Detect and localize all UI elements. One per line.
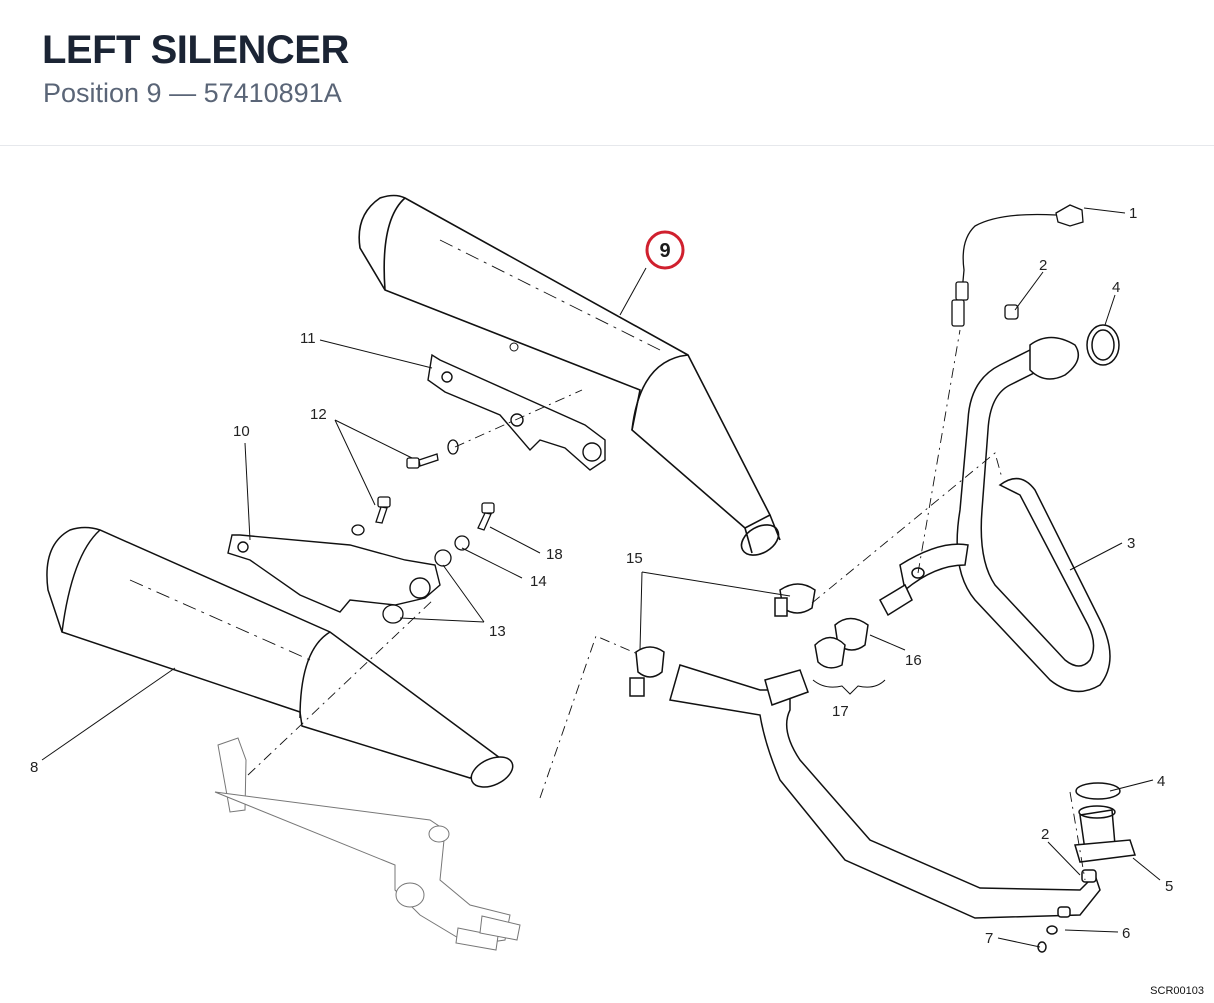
page-title: LEFT SILENCER — [42, 28, 349, 72]
callout-7: 7 — [985, 930, 993, 947]
callout-15: 15 — [626, 550, 643, 567]
right-silencer-part — [46, 526, 514, 788]
callout-6: 6 — [1122, 925, 1130, 942]
callout-14: 14 — [530, 573, 547, 590]
callout-4-lower: 4 — [1157, 773, 1165, 790]
callout-17: 17 — [832, 703, 849, 720]
callout-12: 12 — [310, 406, 327, 423]
callout-10: 10 — [233, 423, 250, 440]
callout-11: 11 — [300, 330, 316, 347]
callout-8: 8 — [30, 759, 38, 776]
callout-4-upper: 4 — [1112, 279, 1120, 296]
page-subtitle: Position 9 — 57410891A — [43, 78, 342, 108]
upper-bracket-part — [427, 353, 606, 471]
callout-1: 1 — [1129, 205, 1137, 222]
lower-bracket-part — [227, 534, 441, 613]
highlight-circle[interactable] — [645, 230, 685, 270]
alignment-lines — [247, 329, 1086, 881]
callout-3: 3 — [1127, 535, 1135, 552]
exhaust-header-pipes — [629, 324, 1137, 953]
callout-2-upper: 2 — [1039, 257, 1047, 274]
callout-16: 16 — [905, 652, 922, 669]
drawing-code: SCR00103 — [1150, 985, 1204, 997]
oxygen-sensor-part — [951, 204, 1084, 327]
page-header: LEFT SILENCER Position 9 — 57410891A — [0, 0, 1214, 146]
leader-lines — [41, 207, 1161, 948]
callout-13: 13 — [489, 623, 506, 640]
callout-18: 18 — [546, 546, 563, 563]
position-highlight-marker[interactable]: 9 — [645, 230, 685, 270]
callout-2-lower: 2 — [1041, 826, 1049, 843]
callout-labels: 1 2 4 3 16 17 15 11 12 10 18 14 13 8 4 2… — [30, 205, 1173, 947]
gear-linkage-background — [214, 737, 521, 951]
highlight-number: 9 — [659, 240, 670, 262]
fasteners — [351, 439, 495, 624]
left-silencer-part[interactable] — [358, 194, 784, 562]
callout-5: 5 — [1165, 878, 1173, 895]
